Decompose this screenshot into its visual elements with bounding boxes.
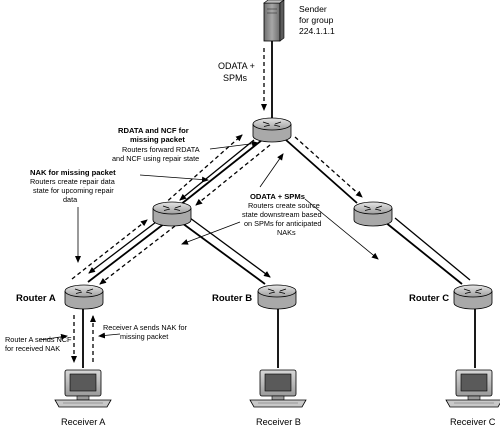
link-right-routerc [384,221,463,285]
link-mid-routerb [181,222,266,285]
nak-sent-note-line1: Receiver A sends NAK for [103,323,188,332]
receiver-b-label: Receiver B [256,417,301,427]
sender-server-icon [263,0,285,42]
odata-top-line1: ODATA + [218,61,255,71]
odata-note-body1: Routers create source [248,201,320,210]
ncf-note-line2: for received NAK [5,344,60,353]
receiver-b-icon [249,369,307,408]
receiver-a-icon [54,369,112,408]
receiver-c-icon [445,369,500,408]
nak-note-body3: data [63,195,78,204]
receiver-c-label: Receiver C [450,417,496,427]
flow-mid-routera-ncf [99,225,176,285]
rdata-note-title1: RDATA and NCF for [118,126,189,135]
odata-top-line2: SPMs [223,73,248,83]
nak-note-body2: state for upcoming repair [33,186,114,195]
flow-right-routerc [394,217,471,281]
network-links [82,40,476,368]
router-b-label: Router B [212,293,252,304]
rdata-note-title2: missing packet [130,135,185,144]
router-mid-icon [152,201,192,227]
router-right-icon [353,201,393,227]
rdata-note-body2: and NCF using repair state [112,154,199,163]
router-a-icon [64,284,104,310]
odata-note-title: ODATA + SPMs [250,192,305,201]
sender-label-line3: 224.1.1.1 [299,26,335,36]
flow-core-right-odata [294,136,363,198]
flow-mid-routerb [189,217,271,278]
flow-mid-routera-rdata [88,218,161,274]
flow-routera-mid-nak [71,219,148,280]
sender-label-line2: for group [299,15,334,25]
link-mid-routera [87,222,166,283]
rdata-note-body1: Routers forward RDATA [122,145,200,154]
receiver-a-label: Receiver A [61,417,106,427]
link-core-right [285,139,358,204]
ncf-note-line1: Router A sends NCF [5,335,72,344]
link-core-mid [179,139,263,206]
sender-label-line1: Sender [299,4,327,14]
router-a-label: Router A [16,293,56,304]
flow-core-mid-rdata [179,139,255,201]
odata-note-body2: state downstream based [242,210,322,219]
router-core-icon [252,117,292,143]
router-c-icon [453,284,493,310]
odata-note-body3: on SPMs for anticipated [244,219,321,228]
odata-note-body4: NAKs [277,228,296,237]
flow-core-mid-odata [195,144,271,206]
annotation-leaders [39,140,379,341]
router-b-icon [257,284,297,310]
router-c-label: Router C [409,293,449,304]
nak-note-body1: Routers create repair data [30,177,116,186]
nak-sent-note-line2: missing packet [120,332,168,341]
nak-note-title: NAK for missing packet [30,168,116,177]
